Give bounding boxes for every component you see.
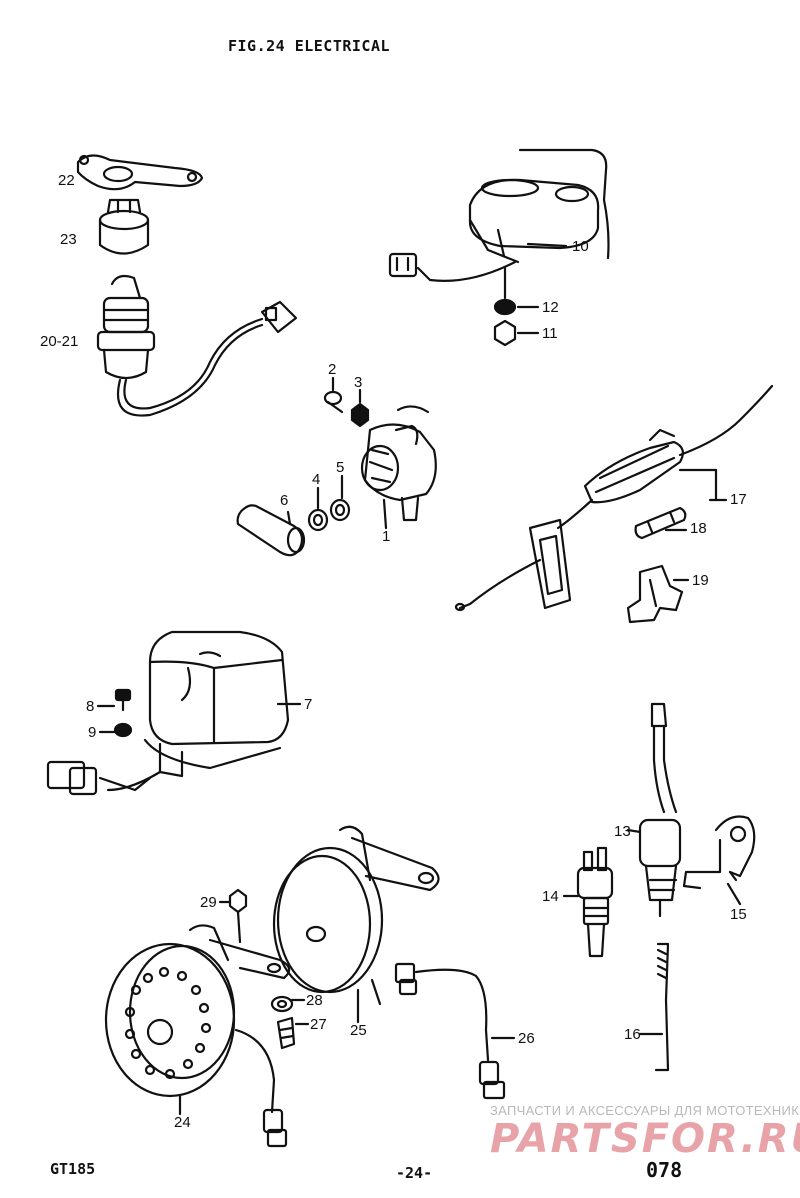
callout-9: 9 — [88, 724, 97, 741]
callout-16: 16 — [624, 1026, 641, 1043]
callout-29: 29 — [200, 894, 217, 911]
callout-10: 10 — [572, 238, 589, 255]
part-18-fuse — [634, 506, 687, 540]
figure-title: FIG.24 ELECTRICAL — [228, 37, 391, 55]
part-17-fuse-holder — [454, 384, 774, 612]
part-20-21-switch — [96, 274, 298, 417]
callout-28: 28 — [306, 992, 323, 1009]
leader-29b — [236, 910, 242, 944]
callout-12: 12 — [542, 299, 559, 316]
callout-20-21: 20-21 — [40, 333, 79, 350]
callout-19: 19 — [692, 572, 709, 589]
callout-7: 7 — [304, 696, 313, 713]
part-10-coil — [388, 148, 610, 282]
part-23-cap — [98, 198, 150, 255]
callout-14: 14 — [542, 888, 559, 905]
part-14-switch — [576, 846, 614, 958]
watermark-subtitle: ЗАПЧАСТИ И АКСЕССУАРЫ ДЛЯ МОТОТЕХНИКИ — [490, 1103, 800, 1118]
part-27-bolt — [276, 1016, 296, 1050]
part-8-screw — [114, 688, 132, 712]
callout-17: 17 — [730, 491, 747, 508]
part-16-spring — [654, 942, 670, 1072]
figure-number: 078 — [646, 1158, 683, 1182]
part-11-nut — [493, 319, 517, 347]
callout-25: 25 — [350, 1022, 367, 1039]
model-label: GT185 — [50, 1160, 96, 1178]
part-3-nut — [350, 388, 370, 428]
part-19-clip — [626, 564, 684, 624]
part-2-screw — [323, 376, 344, 414]
leader-15 — [726, 882, 742, 906]
callout-26: 26 — [518, 1030, 535, 1047]
callout-11: 11 — [542, 325, 558, 342]
part-9-washer — [113, 722, 133, 738]
callout-15: 15 — [730, 906, 747, 923]
callout-4: 4 — [312, 471, 321, 488]
callout-1: 1 — [382, 528, 391, 545]
callout-5: 5 — [336, 459, 345, 476]
callout-3: 3 — [354, 374, 363, 391]
part-6-plug-cap — [236, 504, 306, 557]
callout-13: 13 — [614, 823, 631, 840]
callout-23: 23 — [60, 231, 77, 248]
leader-13 — [626, 828, 642, 834]
callout-27: 27 — [310, 1016, 327, 1033]
watermark-logo: PARTSFOR.RU — [490, 1116, 800, 1162]
part-28-washer — [270, 995, 294, 1013]
part-4-washer — [307, 486, 329, 532]
callout-22: 22 — [58, 172, 75, 189]
callout-2: 2 — [328, 361, 337, 378]
callout-6: 6 — [280, 492, 289, 509]
callout-18: 18 — [690, 520, 707, 537]
callout-24: 24 — [174, 1114, 191, 1131]
part-29-nut — [228, 888, 248, 914]
part-5-washer — [329, 474, 351, 522]
part-15-bracket — [682, 815, 756, 890]
part-13-switch — [638, 702, 682, 918]
part-26-wire — [394, 962, 506, 1100]
part-7-regulator — [46, 630, 290, 796]
part-22-bracket — [76, 154, 204, 191]
part-25-horn — [272, 825, 440, 1006]
leader-10 — [526, 242, 568, 248]
part-24-horn — [104, 924, 291, 1148]
callout-8: 8 — [86, 698, 95, 715]
page-number: -24- — [396, 1164, 433, 1182]
part-12-washer — [493, 266, 517, 316]
part-1-assembly — [360, 405, 437, 530]
